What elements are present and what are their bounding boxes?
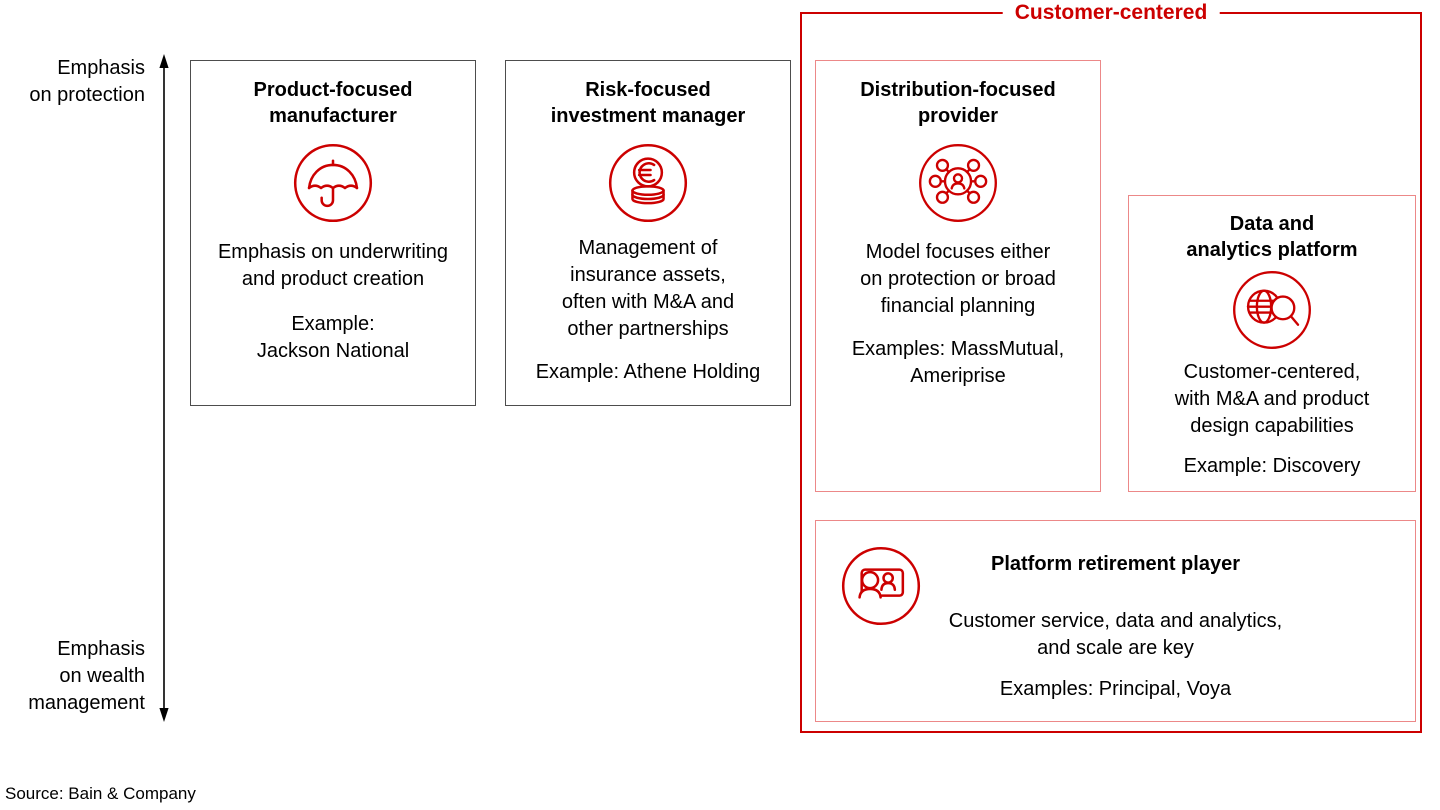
platform-text-column: Platform retirement player Customer serv… [816, 521, 1415, 703]
box-body: Emphasis on underwriting and product cre… [217, 241, 449, 290]
box-body: Customer service, data and analytics, an… [948, 610, 1283, 659]
box-body: Management of insurance assets, often wi… [561, 237, 735, 340]
box-title: Data and analytics platform [1186, 213, 1358, 261]
box-title: Platform retirement player [991, 553, 1240, 575]
umbrella-icon [291, 141, 375, 225]
box-title: Distribution-focused provider [860, 79, 1056, 127]
axis-label-wealth: Emphasis on wealth management [28, 638, 145, 714]
axis-label-protection: Emphasis on protection [29, 57, 145, 106]
box-risk-focused-investment-manager: Risk-focused investment manager Manageme… [505, 60, 791, 406]
box-platform-retirement-player: Platform retirement player Customer serv… [815, 520, 1416, 722]
people-network-icon [916, 141, 1000, 225]
box-example: Example: Discovery [1183, 455, 1361, 477]
box-example: Examples: Principal, Voya [999, 678, 1232, 700]
box-title: Risk-focused investment manager [550, 79, 746, 127]
people-screen-icon [839, 544, 923, 628]
euro-coins-icon [606, 141, 690, 225]
box-example: Examples: MassMutual, Ameriprise [851, 338, 1065, 387]
box-body: Customer-centered, with M&A and product … [1174, 361, 1370, 437]
box-example: Example: Athene Holding [535, 361, 761, 383]
customer-centered-group-box: Customer-centered [800, 0, 1422, 733]
box-distribution-focused-provider: Distribution-focused provider [815, 60, 1101, 492]
vertical-double-arrow [159, 54, 169, 722]
box-title: Product-focused manufacturer [253, 79, 413, 127]
globe-magnifier-icon [1230, 268, 1314, 352]
box-product-focused-manufacturer: Product-focused manufacturer Emphasis on… [190, 60, 476, 406]
box-data-and-analytics-platform: Data and analytics platform Customer-cen… [1128, 195, 1416, 492]
source-note: Source: Bain & Company [5, 784, 196, 803]
box-body: Model focuses either on protection or br… [860, 241, 1056, 317]
box-example: Example: Jackson National [256, 313, 410, 362]
customer-centered-group-label: Customer-centered [1002, 0, 1220, 26]
